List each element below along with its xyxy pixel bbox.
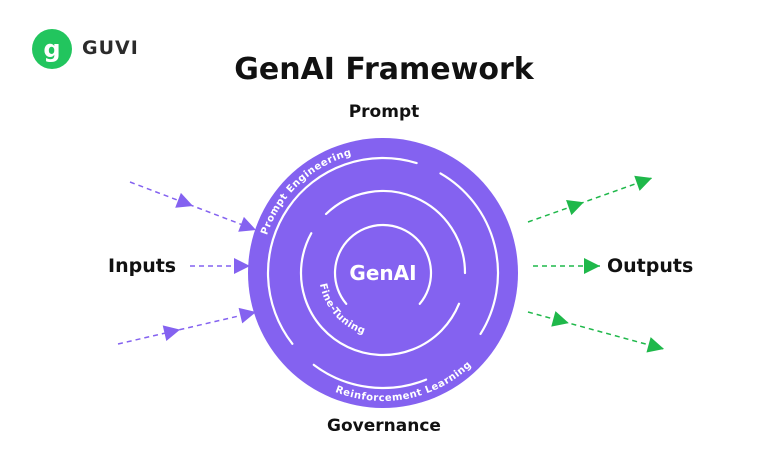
label-inputs: Inputs <box>108 255 177 277</box>
genai-circle <box>248 138 518 408</box>
genai-core-label: GenAI <box>349 261 416 285</box>
ring-arc <box>266 156 418 345</box>
dashed-arrow-line <box>527 311 665 350</box>
arrowhead-icon <box>175 192 193 208</box>
arrowhead-icon <box>234 258 250 274</box>
arrowhead-icon <box>238 216 256 232</box>
ring-arc <box>324 189 467 275</box>
arrowhead-icon <box>566 200 584 216</box>
label-prompt: Prompt <box>348 102 420 122</box>
dashed-arrow-line <box>527 177 653 223</box>
dashed-arrow-line <box>117 311 257 345</box>
arrowhead-icon <box>646 337 664 353</box>
arrowhead-icon <box>634 175 652 191</box>
arrowhead-icon <box>162 325 181 342</box>
arrowhead-icon <box>238 307 256 324</box>
guvi-logo-icon: g <box>32 29 72 69</box>
svg-text:g: g <box>43 35 60 63</box>
ring-arc <box>299 232 461 357</box>
page-title: GenAI Framework <box>234 52 534 87</box>
label-outputs: Outputs <box>607 255 694 277</box>
ring-arc <box>439 172 500 336</box>
label-governance: Governance <box>327 416 441 436</box>
ring-arc <box>312 363 428 390</box>
arrowhead-icon <box>551 311 569 327</box>
arrowhead-icon <box>584 258 600 274</box>
brand-name: GUVI <box>82 37 139 59</box>
ring-arc <box>333 223 433 305</box>
